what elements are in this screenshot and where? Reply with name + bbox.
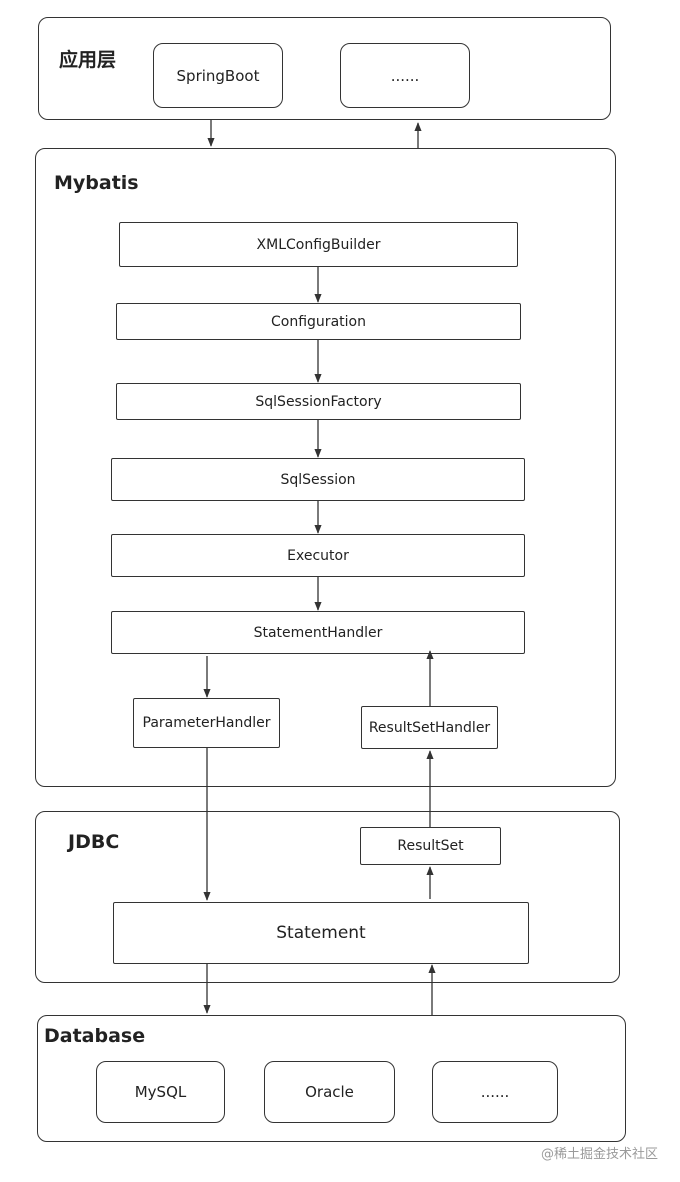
watermark: @稀土掘金技术社区	[540, 1147, 658, 1162]
parameterhandler-box: ParameterHandler	[133, 698, 280, 748]
database-layer-title: Database	[44, 1025, 146, 1047]
statementhandler-box: StatementHandler	[111, 611, 525, 654]
configuration-box: Configuration	[116, 303, 521, 340]
application-layer-title: 应用层	[59, 49, 117, 71]
resultsethandler-box: ResultSetHandler	[361, 706, 498, 749]
mysql-box: MySQL	[96, 1061, 225, 1123]
xmlconfigbuilder-box: XMLConfigBuilder	[119, 222, 518, 267]
sqlsessionfactory-box: SqlSessionFactory	[116, 383, 521, 420]
app-ellipsis-box: ......	[340, 43, 470, 108]
database-layer: Database MySQL Oracle ......	[37, 1015, 626, 1142]
resultset-box: ResultSet	[360, 827, 501, 865]
springboot-box: SpringBoot	[153, 43, 283, 108]
jdbc-layer-title: JDBC	[68, 831, 120, 853]
application-layer: 应用层 SpringBoot ......	[38, 17, 611, 120]
statement-box: Statement	[113, 902, 529, 964]
oracle-box: Oracle	[264, 1061, 395, 1123]
db-ellipsis-box: ......	[432, 1061, 558, 1123]
executor-box: Executor	[111, 534, 525, 577]
sqlsession-box: SqlSession	[111, 458, 525, 501]
mybatis-layer-title: Mybatis	[54, 172, 139, 194]
